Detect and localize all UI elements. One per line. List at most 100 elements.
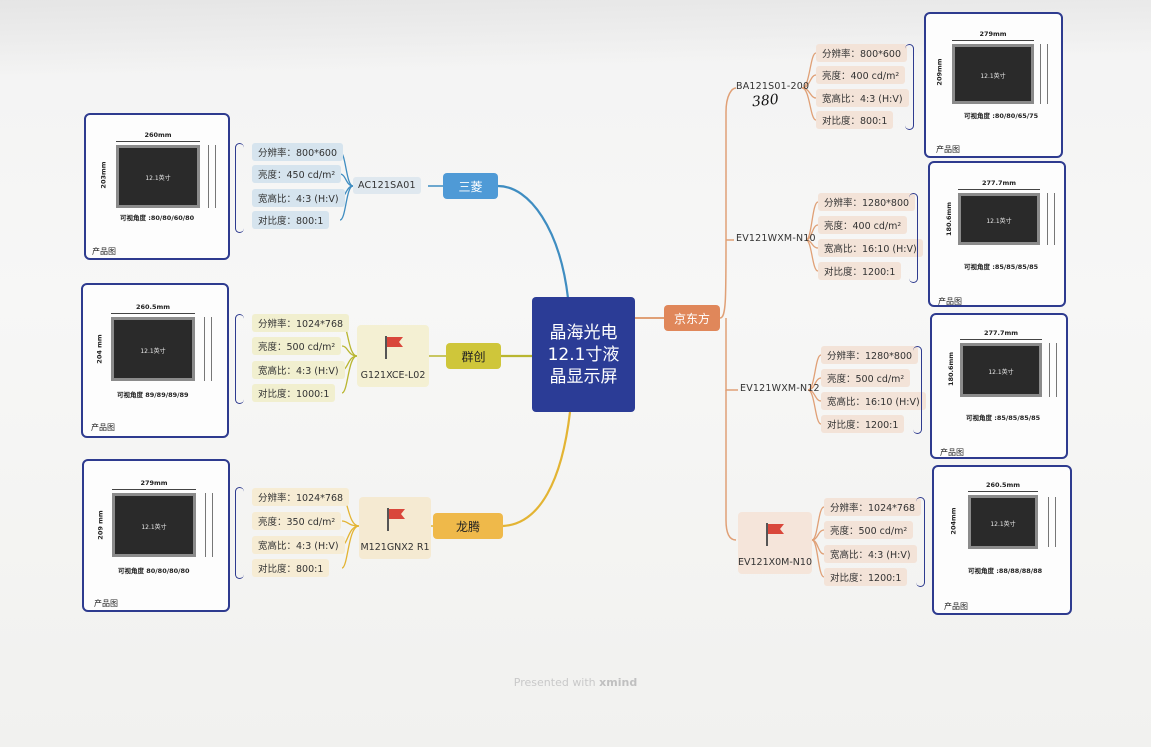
screen-label: 12.1英寸 — [141, 523, 167, 531]
spec-resolution: 分辨率：800*600 — [816, 44, 908, 62]
viewing-angle: 可视角度 :88/88/88/88 — [968, 567, 1043, 575]
spec-links-longteng — [341, 496, 360, 569]
brand-node-jd[interactable]: 京东方 — [664, 305, 720, 331]
brace-left-2 — [235, 314, 244, 404]
spec-resolution: 分辨率：1024*768 — [252, 488, 350, 506]
product-image-card: 260mm 203mm 12.1英寸 可视角度 :80/80/60/80 产品图 — [84, 113, 230, 260]
screen-label: 12.1英寸 — [980, 72, 1006, 80]
card-caption: 产品图 — [92, 247, 116, 256]
brand-node-longteng[interactable]: 龙腾 — [433, 513, 503, 539]
viewing-angle: 可视角度 :85/85/85/85 — [964, 263, 1039, 271]
height-label: 180.6mm — [945, 201, 954, 237]
product-image-card: 279mm 209mm 12.1英寸 可视角度 :80/80/65/75 产品图 — [924, 12, 1063, 158]
model-node-m121gnx2[interactable]: M121GNX2 R1 — [359, 497, 431, 559]
model-label: EV121WXM-N10 — [736, 233, 816, 244]
card-caption: 产品图 — [944, 602, 968, 611]
screen-label: 12.1英寸 — [990, 521, 1016, 529]
product-image-card: 277.7mm 180.6mm 12.1英寸 可视角度 :85/85/85/85… — [928, 161, 1066, 307]
model-label: EV121X0M-N10 — [738, 557, 813, 568]
link-jd-x0m — [725, 390, 737, 541]
spec-links-qunchuang — [341, 322, 358, 394]
height-label: 209 mm — [96, 510, 105, 540]
brand-label-longteng: 龙腾 — [455, 519, 480, 534]
product-image-card: 279mm 209 mm 12.1英寸 可视角度 80/80/80/80 产品图 — [82, 459, 230, 612]
spec-resolution: 分辨率：1024*768 — [824, 498, 922, 516]
screen-label: 12.1英寸 — [986, 218, 1012, 226]
panel-image: 12.1英寸 — [968, 495, 1038, 549]
screen-label: 12.1英寸 — [145, 175, 171, 183]
red-flag-icon — [766, 523, 784, 546]
product-image-card: 260.5mm 204 mm 12.1英寸 可视角度 89/89/89/89 产… — [81, 283, 229, 438]
panel-image: 12.1英寸 — [960, 343, 1042, 397]
spec-contrast: 对比度：800:1 — [252, 559, 330, 577]
footer-brand: xmind — [599, 676, 638, 689]
link-center-sanling — [497, 184, 570, 299]
screen-label: 12.1英寸 — [988, 369, 1014, 377]
width-label: 260.5mm — [985, 481, 1021, 489]
viewing-angle: 可视角度 89/89/89/89 — [117, 391, 189, 399]
card-caption: 产品图 — [94, 599, 118, 608]
panel-image: 12.1英寸 — [112, 493, 196, 557]
model-node-ev121x0m[interactable]: EV121X0M-N10 — [738, 512, 812, 574]
link-jd-n12 — [725, 318, 738, 391]
spec-contrast: 对比度：1000:1 — [252, 384, 336, 402]
height-label: 204mm — [949, 507, 958, 535]
spec-brightness: 亮度：350 cd/m² — [252, 512, 342, 530]
width-label: 260mm — [144, 131, 172, 139]
height-label: 209mm — [935, 58, 944, 86]
spec-brightness: 亮度：450 cd/m² — [252, 165, 342, 183]
handwritten-note: 380 — [751, 91, 780, 111]
spec-contrast: 对比度：1200:1 — [824, 568, 908, 586]
model-node-ev121wxm-n12[interactable]: EV121WXM-N12 — [740, 383, 820, 394]
viewing-angle: 可视角度 :85/85/85/85 — [966, 414, 1041, 422]
link-jd-trunk — [719, 87, 737, 319]
spec-aspect-ratio: 宽高比：4:3 (H:V) — [252, 361, 345, 379]
model-node-ac121sa01[interactable]: AC121SA01 — [353, 177, 421, 194]
product-image-card: 260.5mm 204mm 12.1英寸 可视角度 :88/88/88/88 产… — [932, 465, 1072, 615]
product-image-card: 277.7mm 180.6mm 12.1英寸 可视角度 :85/85/85/85… — [930, 313, 1068, 459]
model-label: AC121SA01 — [358, 180, 416, 191]
spec-links-sanling — [339, 151, 354, 221]
panel-image: 12.1英寸 — [111, 317, 195, 381]
model-label: BA121S01-200 — [736, 81, 810, 92]
card-caption: 产品图 — [91, 423, 115, 432]
brand-node-sanling[interactable]: 三菱 — [443, 173, 498, 199]
brace-right-1 — [905, 44, 914, 130]
spec-brightness: 亮度：500 cd/m² — [824, 521, 914, 539]
spec-aspect-ratio: 宽高比：4:3 (H:V) — [252, 189, 345, 207]
spec-aspect-ratio: 宽高比：4:3 (H:V) — [824, 545, 917, 563]
red-flag-icon — [385, 336, 403, 359]
spec-aspect-ratio: 宽高比：4:3 (H:V) — [252, 536, 345, 554]
footer-watermark: Presented with xmind — [0, 676, 1151, 689]
spec-brightness: 亮度：500 cd/m² — [252, 337, 342, 355]
spec-resolution: 分辨率：800*600 — [252, 143, 344, 161]
panel-image: 12.1英寸 — [952, 44, 1034, 104]
card-caption: 产品图 — [936, 145, 960, 154]
spec-aspect-ratio: 宽高比：4:3 (H:V) — [816, 89, 909, 107]
brand-label-jd: 京东方 — [674, 311, 711, 326]
spec-resolution: 分辨率：1280*800 — [818, 193, 916, 211]
footer-prefix: Presented with — [513, 676, 600, 689]
spec-aspect-ratio: 宽高比：16:10 (H:V) — [818, 239, 923, 257]
central-topic[interactable]: 晶海光电12.1寸液晶显示屏 — [532, 297, 635, 412]
spec-aspect-ratio: 宽高比：16:10 (H:V) — [821, 392, 926, 410]
brand-node-qunchuang[interactable]: 群创 — [446, 343, 501, 369]
model-node-ba121s01[interactable]: BA121S01-200 — [736, 81, 809, 92]
brace-right-4 — [916, 497, 925, 587]
brace-left-1 — [235, 143, 244, 233]
spec-resolution: 分辨率：1024*768 — [252, 314, 350, 332]
red-flag-icon — [387, 508, 405, 531]
model-label: EV121WXM-N12 — [740, 383, 820, 394]
brace-left-3 — [235, 487, 244, 579]
model-node-ev121wxm-n10[interactable]: EV121WXM-N10 — [736, 233, 816, 244]
panel-image: 12.1英寸 — [116, 145, 200, 208]
model-node-g121xce[interactable]: G121XCE-L02 — [357, 325, 429, 387]
height-label: 204 mm — [95, 334, 104, 364]
width-label: 260.5mm — [135, 303, 171, 311]
viewing-angle: 可视角度 :80/80/65/75 — [964, 112, 1039, 120]
spec-resolution: 分辨率：1280*800 — [821, 346, 919, 364]
brace-right-2 — [909, 193, 918, 283]
brand-label-qunchuang: 群创 — [461, 349, 486, 364]
width-label: 277.7mm — [981, 179, 1017, 187]
